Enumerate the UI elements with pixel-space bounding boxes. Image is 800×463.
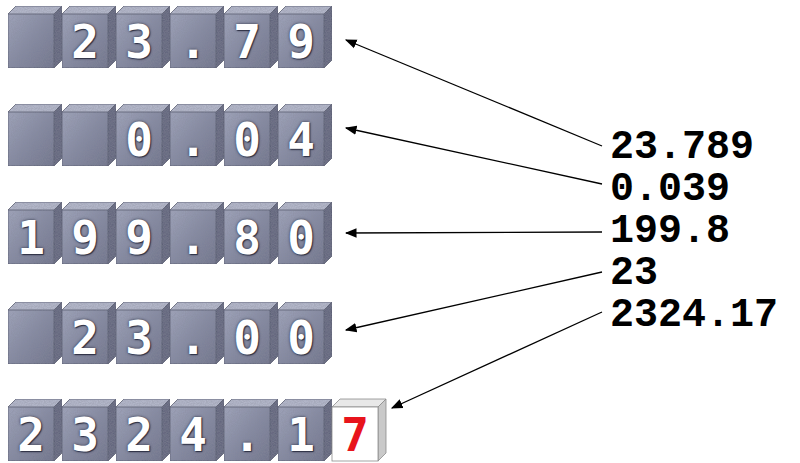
cube-row: 199.80 xyxy=(8,202,332,264)
cube xyxy=(62,104,116,166)
cube-side xyxy=(54,6,62,68)
raw-value: 0.039 xyxy=(610,169,778,211)
leader-arrow xyxy=(346,272,602,330)
leader-arrow xyxy=(346,128,602,184)
formatted-digits: 2324.1 xyxy=(17,412,341,458)
raw-value: 23 xyxy=(610,253,778,295)
value-list: 23.7890.039199.8232324.17 xyxy=(610,127,778,337)
raw-value: 23.789 xyxy=(610,127,778,169)
cube-top xyxy=(8,104,62,112)
cube-top xyxy=(62,6,116,14)
cube-front xyxy=(8,310,54,364)
raw-value: 2324.17 xyxy=(610,295,778,337)
cube-top xyxy=(8,6,62,14)
cube-top xyxy=(224,202,278,210)
cube-top xyxy=(278,399,332,407)
cube-top xyxy=(116,202,170,210)
leader-arrow xyxy=(346,40,602,146)
formatted-digits: 0.04 xyxy=(125,117,341,163)
cube-top xyxy=(116,302,170,310)
leader-arrow xyxy=(392,312,602,408)
cube-top xyxy=(170,202,224,210)
cube xyxy=(8,104,62,166)
cube-top xyxy=(170,104,224,112)
leader-arrow xyxy=(346,232,602,233)
cube-top xyxy=(8,302,62,310)
cube-top xyxy=(278,104,332,112)
cube-top xyxy=(62,104,116,112)
overflow-cube: 7 xyxy=(332,399,386,461)
cube-top xyxy=(62,202,116,210)
cube-top xyxy=(224,6,278,14)
cube-side xyxy=(108,104,116,166)
cube-top xyxy=(224,104,278,112)
cube-row: 2324.1 xyxy=(8,399,332,461)
cube-side xyxy=(54,302,62,364)
raw-value: 199.8 xyxy=(610,211,778,253)
cube-top xyxy=(170,302,224,310)
cube xyxy=(8,6,62,68)
cube-front xyxy=(8,14,54,68)
cube-top xyxy=(278,6,332,14)
cube-top xyxy=(170,399,224,407)
cube-side xyxy=(54,104,62,166)
cube-row: 23.00 xyxy=(8,302,332,364)
cube-top xyxy=(332,399,386,407)
formatted-digits: 7 xyxy=(341,412,395,458)
cube-row: 23.79 xyxy=(8,6,332,68)
cube-top xyxy=(170,6,224,14)
cube-top xyxy=(224,399,278,407)
cube-top xyxy=(278,202,332,210)
cube-top xyxy=(278,302,332,310)
cube-top xyxy=(116,104,170,112)
cube-front xyxy=(62,112,108,166)
cube xyxy=(8,302,62,364)
cube-front xyxy=(8,112,54,166)
formatted-digits: 199.80 xyxy=(17,215,341,261)
cube-top xyxy=(224,302,278,310)
formatted-digits: 23.00 xyxy=(71,315,341,361)
cube-top xyxy=(8,202,62,210)
cube-top xyxy=(8,399,62,407)
formatted-digits: 23.79 xyxy=(71,19,341,65)
cube-top xyxy=(62,302,116,310)
cube-top xyxy=(62,399,116,407)
cube-top xyxy=(116,399,170,407)
cube-top xyxy=(116,6,170,14)
cube-row: 0.04 xyxy=(8,104,332,166)
